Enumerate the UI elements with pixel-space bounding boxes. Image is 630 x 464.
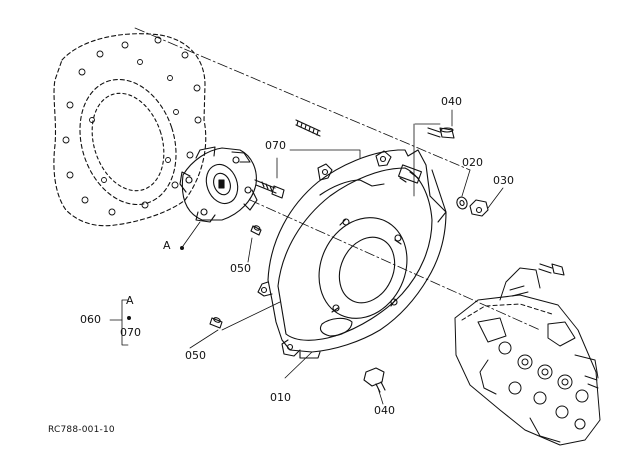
- label-040-top: 040: [441, 95, 462, 108]
- leader-lines: [109, 109, 504, 405]
- label-070-legend: 070: [120, 326, 141, 339]
- washer-020: [456, 196, 468, 210]
- label-a-coupling: A: [163, 239, 171, 252]
- label-030: 030: [493, 174, 514, 187]
- nut-030: [469, 199, 489, 217]
- label-020: 020: [462, 156, 483, 169]
- bolt-070: [254, 179, 285, 199]
- dowel-pin-050-low: [209, 317, 223, 329]
- label-040-bottom: 040: [374, 404, 395, 417]
- bolt-040-upper: [427, 127, 455, 139]
- figure-code: RC788-001-10: [48, 425, 115, 435]
- flexible-coupling: [179, 146, 258, 223]
- bolt-040-lower: [363, 367, 386, 393]
- label-010: 010: [270, 391, 291, 404]
- flywheel-bolt-holes: [62, 36, 202, 216]
- label-050-low: 050: [185, 349, 206, 362]
- label-a-legend: A: [126, 294, 134, 307]
- label-060: 060: [80, 313, 101, 326]
- guide-stud: [295, 119, 321, 137]
- dowel-pin-050-mid: [250, 225, 262, 236]
- assembly-center-line: [134, 27, 541, 331]
- flywheel-housing-010: [257, 149, 447, 359]
- pump-top-bolt: [538, 263, 565, 276]
- injection-pump-assembly: [454, 267, 601, 446]
- engine-flywheel-plate: [53, 33, 207, 227]
- label-070-top: 070: [265, 139, 286, 152]
- label-050-mid: 050: [230, 262, 251, 275]
